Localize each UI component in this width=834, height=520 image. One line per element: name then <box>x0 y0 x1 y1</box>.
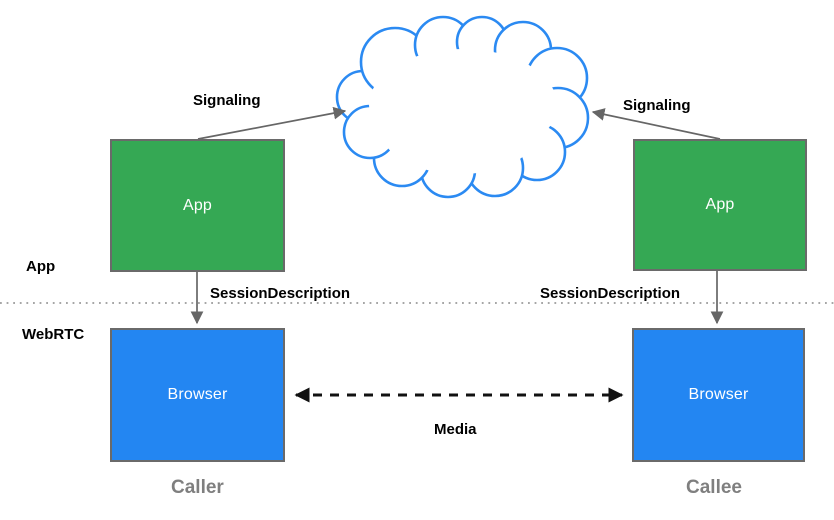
signaling-arrow-left <box>197 106 347 140</box>
caller-caption: Caller <box>171 477 224 498</box>
media-label: Media <box>434 421 477 438</box>
caller-browser-node: Browser <box>110 328 285 462</box>
session-description-label-left: SessionDescription <box>210 285 351 302</box>
session-description-label-right: SessionDescription <box>540 285 681 302</box>
callee-browser-node: Browser <box>632 328 805 462</box>
callee-app-node: App <box>633 139 807 271</box>
lane-label-app: App <box>26 258 56 275</box>
signaling-label-right: Signaling <box>623 97 691 114</box>
callee-app-label: App <box>705 196 735 213</box>
callee-browser-label: Browser <box>688 386 749 403</box>
callee-caption: Callee <box>686 477 742 498</box>
caller-app-label: App <box>182 196 213 214</box>
signaling-arrow-right <box>591 108 721 140</box>
caller-app-node: App <box>110 139 285 272</box>
signaling-label-left: Signaling <box>193 92 261 109</box>
lane-label-webrtc: WebRTC <box>22 326 85 343</box>
network-cloud-icon <box>335 15 590 199</box>
caller-browser-label: Browser <box>167 386 228 403</box>
